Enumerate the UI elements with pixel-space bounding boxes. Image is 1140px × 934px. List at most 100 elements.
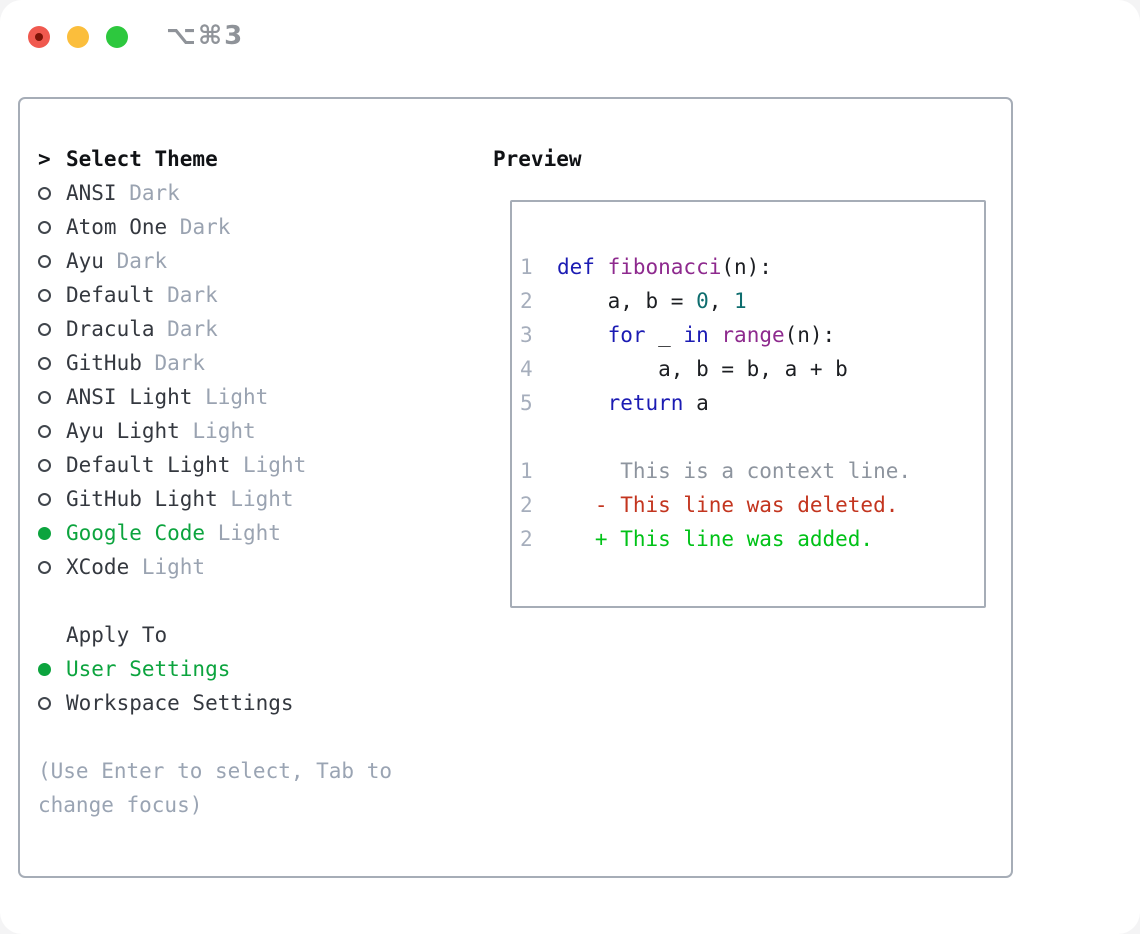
theme-option-ansi-light[interactable]: ANSI Light Light [38, 380, 392, 414]
theme-variant: Light [192, 419, 256, 443]
theme-option-default-dark[interactable]: Default Dark [38, 278, 392, 312]
theme-option-xcode-light[interactable]: XCode Light [38, 550, 392, 584]
code-token: a [683, 391, 709, 415]
zoom-button[interactable] [106, 26, 128, 48]
code-line: 2 a, b = 0, 1 [520, 284, 984, 318]
apply-option-user-settings-selected[interactable]: User Settings [38, 652, 392, 686]
theme-variant: Dark [167, 283, 218, 307]
theme-list: > Select Theme ANSI Dark Atom One Dark A… [38, 142, 392, 822]
theme-name: Dracula [66, 317, 155, 341]
unsaved-indicator-dot [35, 33, 43, 41]
theme-dialog: > Select Theme ANSI Dark Atom One Dark A… [18, 97, 1013, 878]
code-token: in [683, 323, 709, 347]
apply-option-label: Workspace Settings [66, 691, 294, 715]
preview-title: Preview [493, 147, 582, 171]
theme-option-github-dark[interactable]: GitHub Dark [38, 346, 392, 380]
code-token: fibonacci [607, 255, 722, 279]
theme-option-ansi-dark[interactable]: ANSI Dark [38, 176, 392, 210]
apply-option-workspace-settings[interactable]: Workspace Settings [38, 686, 392, 720]
theme-name: Atom One [66, 215, 168, 239]
radio-circle-icon [38, 390, 66, 404]
radio-circle-icon [38, 424, 66, 438]
line-number: 2 [520, 289, 533, 313]
radio-circle-icon [38, 220, 66, 234]
theme-option-google-code-selected[interactable]: Google Code Light [38, 516, 392, 550]
theme-variant: Light [205, 385, 269, 409]
code-token [709, 318, 722, 352]
radio-circle-selected-icon [38, 526, 66, 540]
radio-circle-icon [38, 458, 66, 472]
line-number: 2 [520, 527, 533, 551]
code-token: def [557, 255, 608, 279]
theme-name: ANSI [66, 181, 117, 205]
radio-circle-icon [38, 186, 66, 200]
code-token [557, 318, 608, 352]
hint-line-2: change focus) [38, 793, 203, 817]
line-number: 1 [520, 255, 533, 279]
hint-text: (Use Enter to select, Tab to change focu… [38, 754, 392, 822]
diff-text: - This line was deleted. [557, 493, 899, 517]
theme-name: Google Code [66, 521, 206, 545]
diff-text: + This line was added. [557, 527, 874, 551]
code-token: _ [645, 323, 684, 347]
radio-circle-icon [38, 322, 66, 336]
code-line: 1 def fibonacci(n): [520, 250, 984, 284]
hint-line-1: (Use Enter to select, Tab to [38, 759, 393, 783]
theme-name: Ayu Light [66, 419, 180, 443]
line-number: 5 [520, 391, 533, 415]
theme-option-dracula-dark[interactable]: Dracula Dark [38, 312, 392, 346]
code-line: 4 a, b = b, a + b [520, 352, 984, 386]
theme-option-github-light[interactable]: GitHub Light Light [38, 482, 392, 516]
theme-variant: Dark [154, 351, 206, 375]
code-token: 1 [734, 289, 747, 313]
theme-variant: Light [141, 555, 206, 579]
minimize-button[interactable] [67, 26, 89, 48]
spacer [38, 720, 392, 754]
radio-circle-icon [38, 560, 66, 574]
selection-cursor-icon: > [38, 147, 51, 171]
apply-option-label: User Settings [66, 657, 231, 681]
theme-option-default-light[interactable]: Default Light Light [38, 448, 392, 482]
code-token: range [721, 323, 785, 347]
theme-variant: Dark [179, 215, 231, 239]
code-token: 0 [696, 289, 709, 313]
radio-circle-icon [38, 696, 66, 710]
diff-line-context: 1 This is a context line. [520, 454, 984, 488]
theme-name: Default [66, 283, 155, 307]
code-token: (n): [784, 323, 836, 347]
close-button[interactable] [28, 26, 50, 48]
line-number: 2 [520, 493, 533, 517]
apply-to-header: Apply To [38, 618, 392, 652]
code-token: a, b = b, a + b [557, 357, 848, 381]
theme-name: GitHub Light [66, 487, 218, 511]
radio-circle-icon [38, 356, 66, 370]
code-line: 3 for _ in range(n): [520, 318, 984, 352]
blank-line [520, 420, 984, 454]
code-token: a, b = [557, 289, 697, 313]
radio-circle-icon [38, 492, 66, 506]
code-line: 5 return a [520, 386, 984, 420]
theme-variant: Light [217, 521, 281, 545]
theme-option-atom-one-dark[interactable]: Atom One Dark [38, 210, 392, 244]
theme-option-ayu-dark[interactable]: Ayu Dark [38, 244, 392, 278]
theme-option-ayu-light[interactable]: Ayu Light Light [38, 414, 392, 448]
theme-variant: Dark [116, 249, 168, 273]
diff-text: This is a context line. [557, 459, 912, 483]
line-number: 4 [520, 357, 533, 381]
radio-circle-icon [38, 254, 66, 268]
code-token: (n): [721, 255, 772, 279]
theme-variant: Light [243, 453, 307, 477]
theme-variant: Light [230, 487, 294, 511]
theme-name: XCode [66, 555, 130, 579]
theme-name: ANSI Light [66, 385, 193, 409]
select-theme-title: Select Theme [66, 147, 218, 171]
radio-circle-icon [38, 288, 66, 302]
theme-variant: Dark [129, 181, 180, 205]
radio-circle-selected-icon [38, 662, 66, 676]
window-shortcut-label: ⌥⌘3 [166, 21, 245, 51]
code-token: for [607, 323, 646, 347]
line-number: 1 [520, 459, 533, 483]
diff-line-deleted: 2 - This line was deleted. [520, 488, 984, 522]
